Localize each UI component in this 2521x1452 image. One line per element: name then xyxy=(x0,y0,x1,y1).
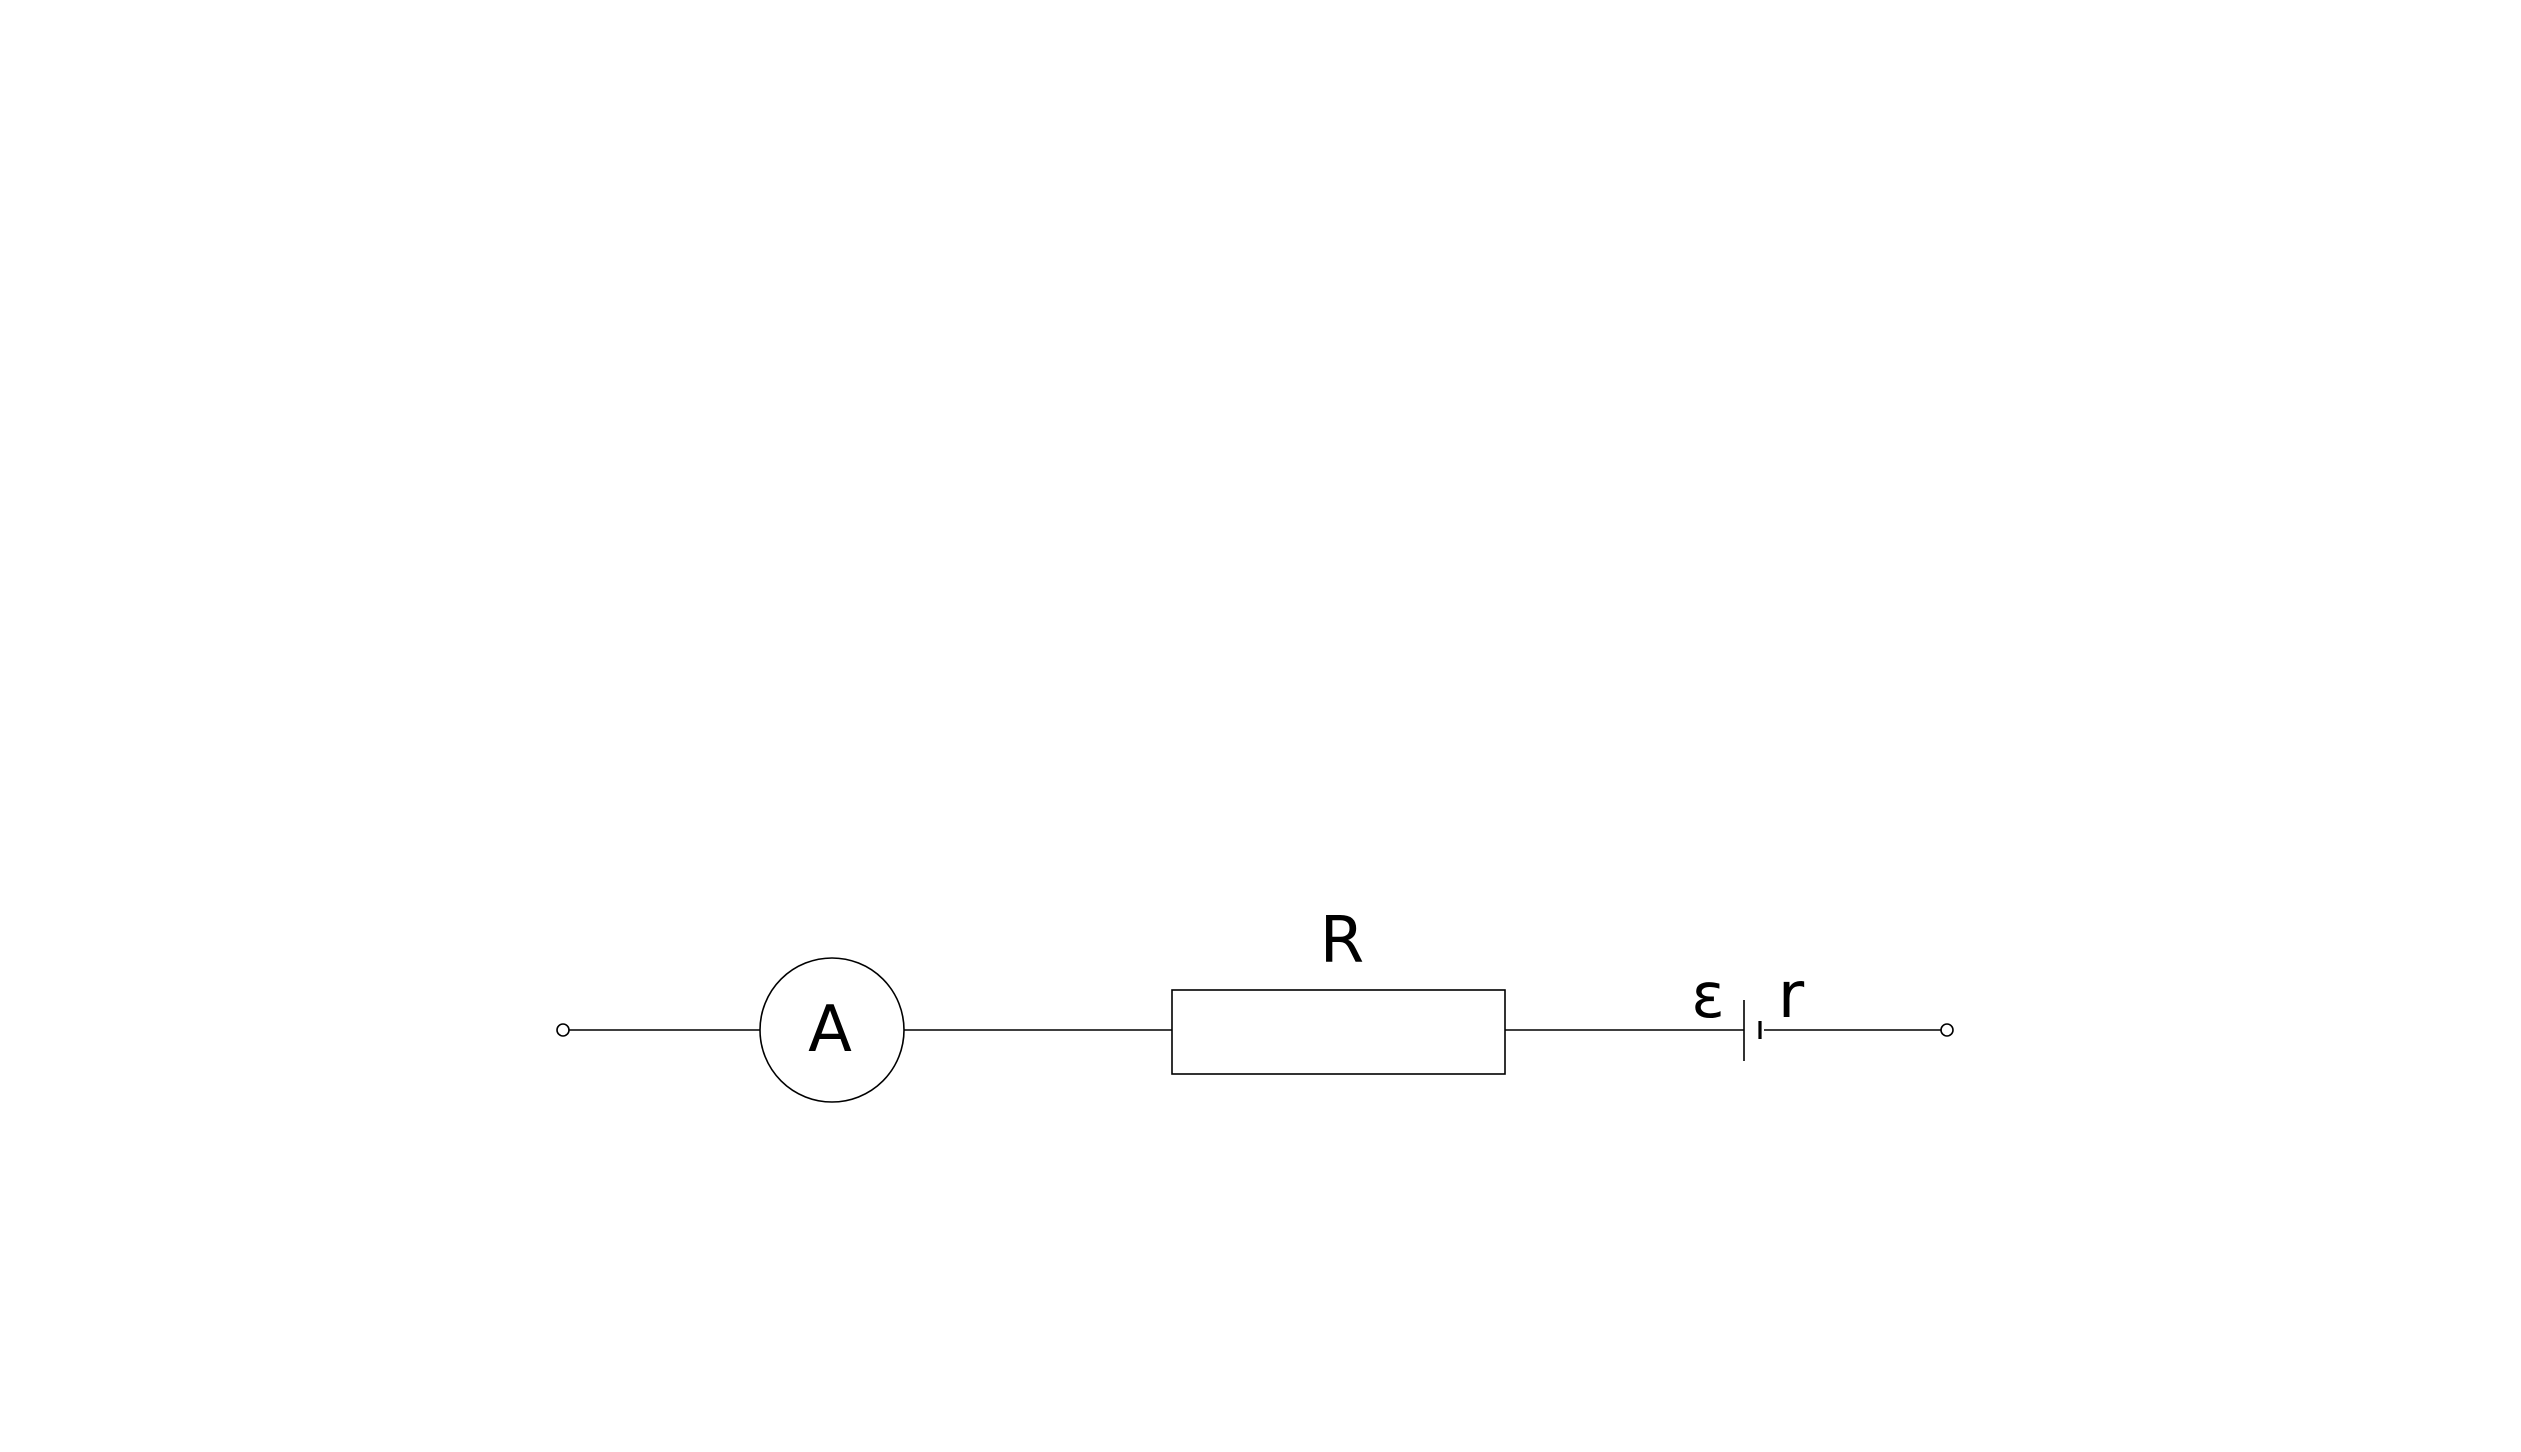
ammeter-circle xyxy=(759,957,905,1103)
cell: ε r xyxy=(1691,959,1805,1061)
terminal-right xyxy=(1940,1023,1954,1037)
emf-label: ε xyxy=(1691,959,1725,1032)
resistor: R xyxy=(1171,904,1506,1075)
resistor-box xyxy=(1171,989,1506,1075)
internal-resistance-label: r xyxy=(1778,959,1805,1033)
ammeter-label: A xyxy=(808,993,852,1067)
resistor-label: R xyxy=(1320,904,1364,978)
terminal-left xyxy=(556,1023,570,1037)
ammeter: A xyxy=(759,957,905,1103)
